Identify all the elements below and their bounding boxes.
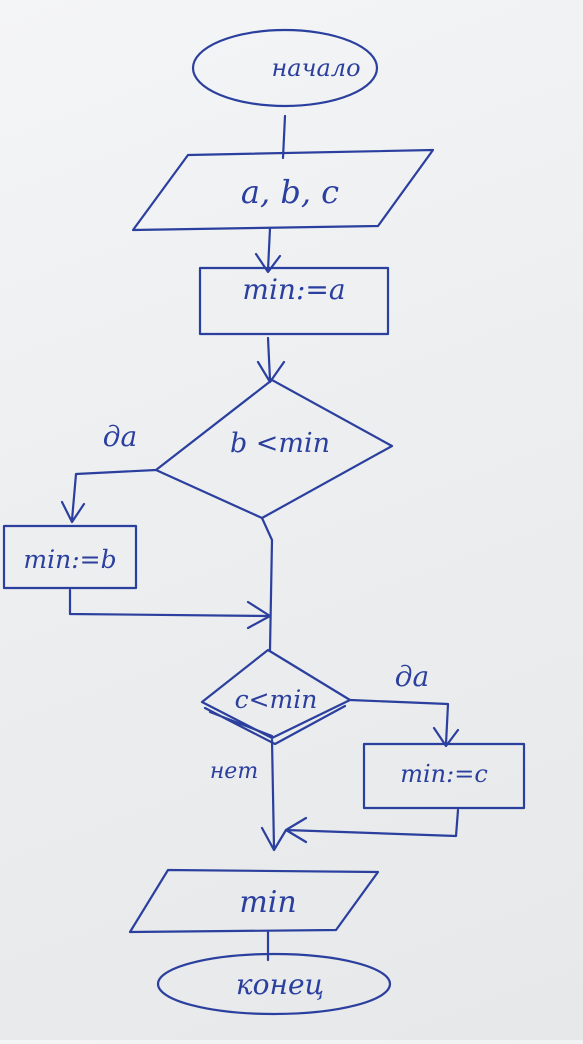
yes-label-left: да [103,420,137,453]
connector-start-input [281,114,287,160]
end-label: конец [236,968,324,1001]
connector-decision-b-decision-c [260,516,274,652]
connector-merge-c [284,808,460,844]
assign-min-c-label: min:=c [400,760,488,788]
decision-c-diamond-overdraw [203,704,347,746]
assign-min-a-box [198,266,390,336]
connector-input-assign-a [254,226,282,274]
input-parallelogram [131,148,435,232]
connector-no [260,738,288,852]
input-label: a, b, c [241,173,339,211]
assign-min-c-box [362,742,526,810]
assign-min-b-label: min:=b [23,545,116,574]
assign-min-b-box [2,524,138,590]
output-label: min [239,885,296,920]
assign-min-a-label: min:=a [242,273,345,306]
decision-c-label: c<min [235,685,318,714]
connector-merge-b [68,588,272,630]
connector-yes-right [348,698,460,748]
decision-c-diamond [200,648,352,740]
yes-label-right: да [395,660,429,693]
decision-b-label: b <min [230,428,330,459]
connector-yes-left [60,468,158,524]
no-label: нет [210,759,258,784]
connector-assign-a-decision-b [256,336,286,384]
start-terminator [191,28,379,108]
start-label: начало [271,54,360,82]
end-terminator [156,952,392,1016]
output-parallelogram [128,868,380,934]
